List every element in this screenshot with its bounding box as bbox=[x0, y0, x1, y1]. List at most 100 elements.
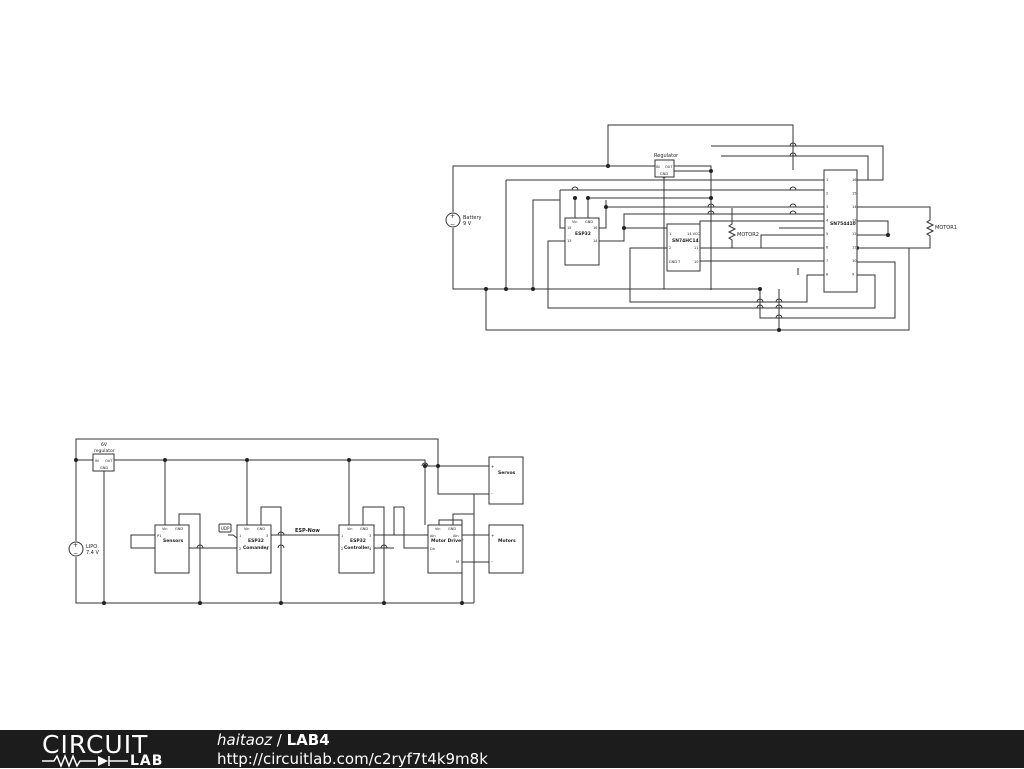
svg-text:16: 16 bbox=[593, 226, 597, 230]
sn754410-pin-right: 12 bbox=[852, 232, 856, 236]
svg-text:IN: IN bbox=[656, 165, 660, 169]
battery-lipo[interactable]: + − LIPO 7.4 V bbox=[68, 541, 100, 557]
sn754410-pin-left: 6 bbox=[826, 246, 828, 250]
sn754410-pin-right: 14 bbox=[852, 205, 857, 209]
svg-text:GND: GND bbox=[100, 466, 108, 470]
esp32-comander-block[interactable]: Vin GND 1 3 ESP32 Comander 2 4 bbox=[236, 524, 272, 574]
svg-text:14 VCC: 14 VCC bbox=[687, 232, 700, 236]
svg-text:3: 3 bbox=[369, 534, 371, 538]
lipo-label: LIPO bbox=[86, 544, 97, 550]
circuit-url-link[interactable]: http://circuitlab.com/c2ryf7t4k9m8k bbox=[217, 750, 488, 768]
svg-text:GND 7: GND 7 bbox=[669, 260, 680, 264]
credit-separator: / bbox=[272, 731, 287, 749]
wire-crossing-hops-2 bbox=[196, 462, 429, 549]
svg-text:AIn: AIn bbox=[430, 534, 436, 538]
svg-text:1: 1 bbox=[239, 534, 241, 538]
schematic-2-wires bbox=[75, 438, 489, 604]
hc14-label: SN74HC14 bbox=[672, 238, 699, 244]
schematic-canvas[interactable]: + − Battery 9 V Regulator IN OUT GND Vin… bbox=[0, 0, 1024, 730]
logo-text-top: CIRCUIT bbox=[42, 730, 149, 759]
sn754410-pin-left: 8 bbox=[826, 273, 828, 277]
schematic-1: + − Battery 9 V Regulator IN OUT GND Vin… bbox=[445, 124, 957, 332]
svg-text:+: + bbox=[73, 542, 78, 549]
schematic-2: 6V regulator IN OUT GND + − LIPO 7.4 V V… bbox=[68, 438, 524, 605]
regulator-1[interactable]: Regulator IN OUT GND bbox=[654, 153, 679, 178]
author-name[interactable]: haitaoz bbox=[217, 731, 272, 749]
svg-text:15: 15 bbox=[567, 226, 571, 230]
sn754410-pin-left: 2 bbox=[826, 192, 828, 196]
svg-text:4: 4 bbox=[369, 547, 372, 551]
svg-text:Dir: Dir bbox=[430, 547, 436, 551]
svg-text:2: 2 bbox=[239, 547, 241, 551]
esp32-module[interactable]: Vin GND 15 16 ESP32 13 14 bbox=[564, 217, 600, 266]
battery-label: Battery bbox=[463, 215, 482, 221]
motor2-load[interactable]: MOTOR2 bbox=[727, 221, 759, 243]
sn74hc14-chip[interactable]: 1 14 VCC SN74HC14 2 11 GND 7 10 bbox=[666, 223, 701, 272]
svg-text:OUT: OUT bbox=[105, 459, 113, 463]
regulator-2[interactable]: 6V regulator IN OUT GND bbox=[92, 442, 115, 472]
svg-text:2: 2 bbox=[669, 246, 671, 250]
svg-text:2: 2 bbox=[341, 547, 343, 551]
svg-text:IN: IN bbox=[95, 459, 99, 463]
svg-text:Vin: Vin bbox=[162, 527, 168, 531]
sn754410-pin-right: 10 bbox=[852, 259, 856, 263]
svg-text:GND: GND bbox=[660, 172, 668, 176]
battery-value: 9 V bbox=[463, 221, 472, 227]
svg-text:P1: P1 bbox=[157, 534, 161, 538]
svg-text:Vin: Vin bbox=[347, 527, 353, 531]
svg-text:GND: GND bbox=[257, 527, 265, 531]
servos-label: Servos bbox=[498, 470, 516, 476]
svg-text:-: - bbox=[491, 559, 493, 564]
svg-text:regulator: regulator bbox=[94, 448, 115, 454]
battery-9v[interactable]: + − Battery 9 V bbox=[445, 212, 482, 228]
sn754410-pin-right: 9 bbox=[852, 273, 854, 277]
sn754410-pin-left: 5 bbox=[826, 232, 828, 236]
svg-text:OUT: OUT bbox=[665, 165, 673, 169]
svg-text:Vin: Vin bbox=[244, 527, 250, 531]
logo-resistor-diode-icon bbox=[42, 754, 128, 768]
svg-text:M: M bbox=[456, 560, 459, 564]
circuit-title[interactable]: LAB4 bbox=[286, 731, 330, 749]
svg-text:3: 3 bbox=[266, 534, 268, 538]
svg-text:11: 11 bbox=[694, 246, 698, 250]
svg-text:GND: GND bbox=[360, 527, 368, 531]
motor-driver-label: Motor Driver bbox=[431, 538, 464, 544]
svg-text:1: 1 bbox=[669, 232, 671, 236]
circuit-credit: haitaoz / LAB4 bbox=[217, 731, 330, 749]
svg-text:13: 13 bbox=[567, 239, 571, 243]
servos-block[interactable]: + Servos - bbox=[488, 456, 524, 505]
sensors-label: Sensors bbox=[163, 538, 183, 544]
esp32-controller-block[interactable]: Vin GND 1 3 ESP32 Controller 2 4 bbox=[338, 524, 375, 574]
regulator-title: Regulator bbox=[654, 153, 679, 159]
sn754410-pin-left: 3 bbox=[826, 205, 828, 209]
svg-text:6V: 6V bbox=[101, 442, 108, 448]
sn754410-pin-left: 7 bbox=[826, 259, 828, 263]
esp32-label: ESP32 bbox=[575, 231, 591, 237]
svg-text:ESP32: ESP32 bbox=[350, 538, 366, 544]
svg-text:4: 4 bbox=[266, 547, 269, 551]
lipo-value: 7.4 V bbox=[86, 550, 100, 556]
sn754410-pin-left: 4 bbox=[826, 219, 829, 223]
circuitlab-logo[interactable]: CIRCUIT LAB bbox=[42, 730, 182, 769]
sensors-block[interactable]: Vin GND P1 Sensors bbox=[154, 524, 190, 574]
udp-tag[interactable]: UDP bbox=[218, 523, 232, 533]
svg-text:−: − bbox=[73, 550, 78, 557]
svg-text:Vin: Vin bbox=[572, 220, 578, 224]
motor-driver-block[interactable]: Vin GND AIn AIn Motor Driver Dir M bbox=[427, 524, 464, 574]
motors-label: Motors bbox=[498, 538, 516, 544]
svg-text:GND: GND bbox=[448, 527, 456, 531]
sn754410-pin-right: 11 bbox=[852, 246, 856, 250]
svg-text:ESP32: ESP32 bbox=[248, 538, 264, 544]
junction-dots-2 bbox=[74, 458, 464, 605]
sn754410-pin-right: 15 bbox=[852, 192, 856, 196]
motor1-load[interactable]: MOTOR1 bbox=[925, 217, 957, 237]
wire-crossing-hops bbox=[571, 142, 797, 319]
udp-label: UDP bbox=[221, 526, 230, 531]
svg-text:14: 14 bbox=[593, 239, 598, 243]
svg-text:AIn: AIn bbox=[453, 534, 459, 538]
motors-block[interactable]: + Motors - bbox=[488, 524, 524, 574]
svg-text:−: − bbox=[450, 221, 455, 228]
svg-text:10: 10 bbox=[694, 260, 698, 264]
footer-bar: CIRCUIT LAB haitaoz / LAB4 http://circui… bbox=[0, 730, 1024, 769]
